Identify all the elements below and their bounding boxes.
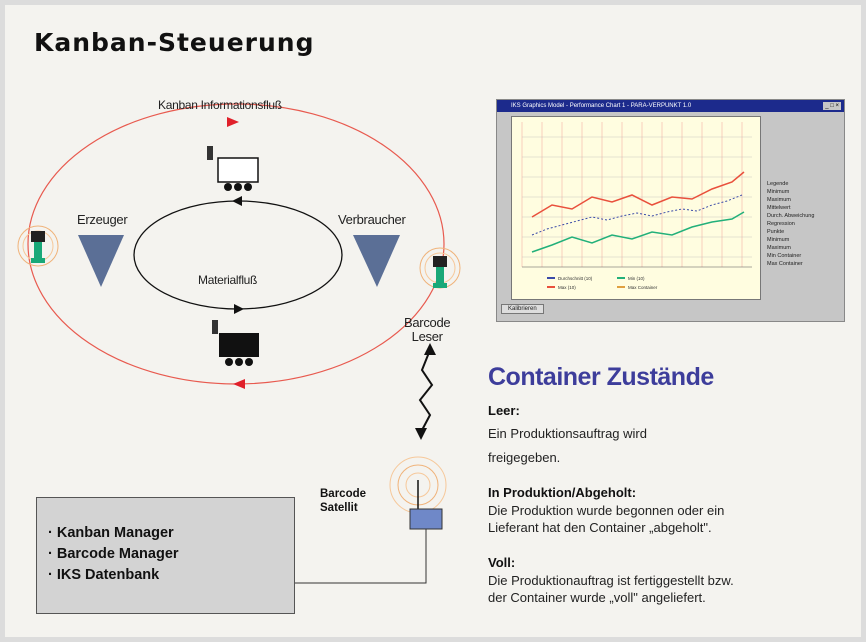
state-empty: Leer: Ein Produktionsauftrag wird freige… xyxy=(488,401,647,470)
series-avg xyxy=(531,194,743,236)
side-panel-item[interactable]: Regression xyxy=(767,221,795,227)
info-flow-label: Kanban Informationsfluß xyxy=(158,98,282,112)
series-max xyxy=(531,171,745,218)
barcode-satellite-label: Barcode Satellit xyxy=(320,488,367,514)
material-flow-label: Materialfluß xyxy=(198,273,258,287)
empty-container-icon xyxy=(207,146,259,191)
state-empty-name: Leer: xyxy=(488,403,520,418)
container-states-heading: Container Zustände xyxy=(488,363,714,391)
producer-triangle xyxy=(78,235,124,287)
window-title: IKS Graphics Model - Performance Chart 1… xyxy=(497,100,844,112)
material-flow-arrow-bottom xyxy=(234,304,244,314)
state-full: Voll: Die Produktionauftrag ist fertigge… xyxy=(488,553,734,606)
wireless-arrow-down xyxy=(415,428,427,440)
side-panel-item[interactable]: Max Container xyxy=(767,261,803,267)
window-controls[interactable]: _ □ × xyxy=(823,102,841,110)
performance-chart-window: IKS Graphics Model - Performance Chart 1… xyxy=(496,99,845,322)
side-panel-item[interactable]: Mittelwert xyxy=(767,205,791,211)
wireless-link-zigzag xyxy=(418,349,434,433)
side-panel-item[interactable]: Durch. Abweichung xyxy=(767,213,815,219)
state-empty-text: Ein Produktionsauftrag wird freigegeben. xyxy=(488,426,647,465)
side-panel-item[interactable]: Maximum xyxy=(767,197,791,203)
window-footer: Kalibrieren xyxy=(501,304,548,314)
consumer-label: Verbraucher xyxy=(338,212,406,227)
material-flow-arrow-top xyxy=(232,196,242,206)
list-item: Barcode Manager xyxy=(48,544,179,565)
page-title: Kanban-Steuerung xyxy=(34,28,315,57)
legend-max: Max (10) xyxy=(558,285,576,290)
side-panel-item[interactable]: Minimum xyxy=(767,189,790,195)
barcode-satellite-icon xyxy=(389,456,447,530)
calibrate-button[interactable]: Kalibrieren xyxy=(501,304,544,314)
series-min xyxy=(531,211,745,253)
state-full-name: Voll: xyxy=(488,555,516,570)
barcode-reader-right-icon xyxy=(419,247,461,289)
side-panel-item[interactable]: Min Container xyxy=(767,253,802,259)
producer-label: Erzeuger xyxy=(77,212,128,227)
system-list: Kanban Manager Barcode Manager IKS Daten… xyxy=(48,523,179,586)
list-item: IKS Datenbank xyxy=(48,565,179,586)
legend-avg: Durchschnitt (10) xyxy=(558,276,593,281)
consumer-triangle xyxy=(353,235,400,287)
state-in-production-text: Die Produktion wurde begonnen oder ein L… xyxy=(488,503,725,535)
info-flow-arrow-bottom xyxy=(233,379,245,389)
state-full-text: Die Produktionauftrag ist fertiggestellt… xyxy=(488,573,734,605)
state-in-production-name: In Produktion/Abgeholt: xyxy=(488,485,637,500)
legend-min: Min (10) xyxy=(628,276,645,281)
legend-max-container: Max Container xyxy=(628,285,658,290)
barcode-reader-left-icon xyxy=(17,225,59,267)
full-container-icon xyxy=(212,320,259,366)
side-panel-item: Legende xyxy=(767,181,789,187)
side-panel-item[interactable]: Minimum xyxy=(767,237,790,243)
material-flow-loop xyxy=(133,200,343,310)
performance-chart-svg: Durchschnitt (10) Min (10) Max (10) Max … xyxy=(521,122,752,290)
performance-plot: Durchschnitt (10) Min (10) Max (10) Max … xyxy=(511,116,761,300)
side-panel-item[interactable]: Maximum xyxy=(767,245,791,251)
state-in-production: In Produktion/Abgeholt: Die Produktion w… xyxy=(488,483,724,536)
side-panel-item: Punkte xyxy=(767,229,785,235)
chart-options-panel: Legende Minimum Maximum Mittelwert Durch… xyxy=(767,180,814,268)
info-flow-arrow-top xyxy=(227,117,239,127)
list-item: Kanban Manager xyxy=(48,523,179,544)
barcode-reader-label: Barcode Leser xyxy=(404,315,451,344)
wireless-arrow-up xyxy=(424,343,436,355)
